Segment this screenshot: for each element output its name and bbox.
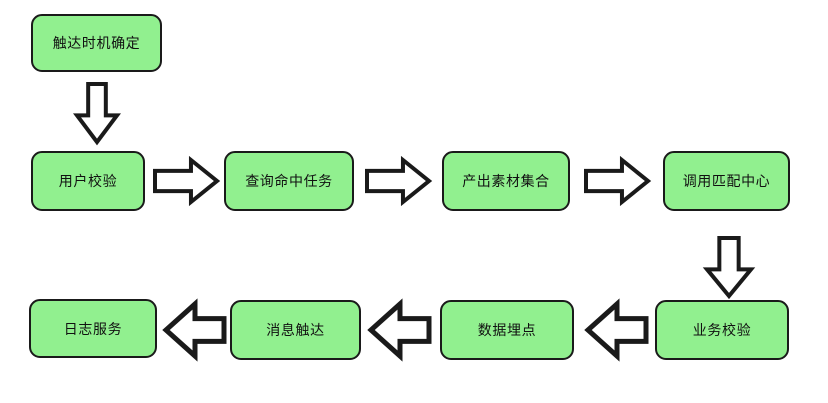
flow-arrow-left-a6 xyxy=(584,298,649,362)
flow-node-label: 业务校验 xyxy=(692,322,752,338)
flow-node-n7[interactable]: 数据埋点 xyxy=(440,300,574,360)
flow-node-label: 消息触达 xyxy=(266,322,325,338)
flow-arrow-right-a4 xyxy=(584,155,652,207)
flow-node-label: 日志服务 xyxy=(63,320,123,337)
flow-arrow-left-a8 xyxy=(162,298,227,362)
flow-node-label: 触达时机确定 xyxy=(52,35,141,51)
flow-arrow-down-a1 xyxy=(73,82,121,146)
flow-node-label: 查询命中任务 xyxy=(245,173,333,189)
flow-node-n4[interactable]: 产出素材集合 xyxy=(442,151,570,211)
flow-node-label: 用户校验 xyxy=(58,173,118,189)
flow-arrow-left-a7 xyxy=(367,298,432,362)
flow-node-label: 产出素材集合 xyxy=(462,173,550,189)
flow-node-n3[interactable]: 查询命中任务 xyxy=(224,151,354,211)
flow-node-n2[interactable]: 用户校验 xyxy=(31,151,145,211)
flow-node-n5[interactable]: 调用匹配中心 xyxy=(663,151,790,211)
flow-node-n6[interactable]: 业务校验 xyxy=(655,300,789,360)
flow-node-n9[interactable]: 日志服务 xyxy=(29,299,157,358)
flow-node-label: 数据埋点 xyxy=(477,322,537,338)
flow-arrow-down-a5 xyxy=(702,236,756,300)
flow-node-n1[interactable]: 触达时机确定 xyxy=(31,14,162,72)
flow-node-label: 调用匹配中心 xyxy=(682,173,771,189)
flow-node-n8[interactable]: 消息触达 xyxy=(230,300,361,360)
flow-arrow-right-a3 xyxy=(365,155,433,207)
flow-arrow-right-a2 xyxy=(153,155,221,207)
